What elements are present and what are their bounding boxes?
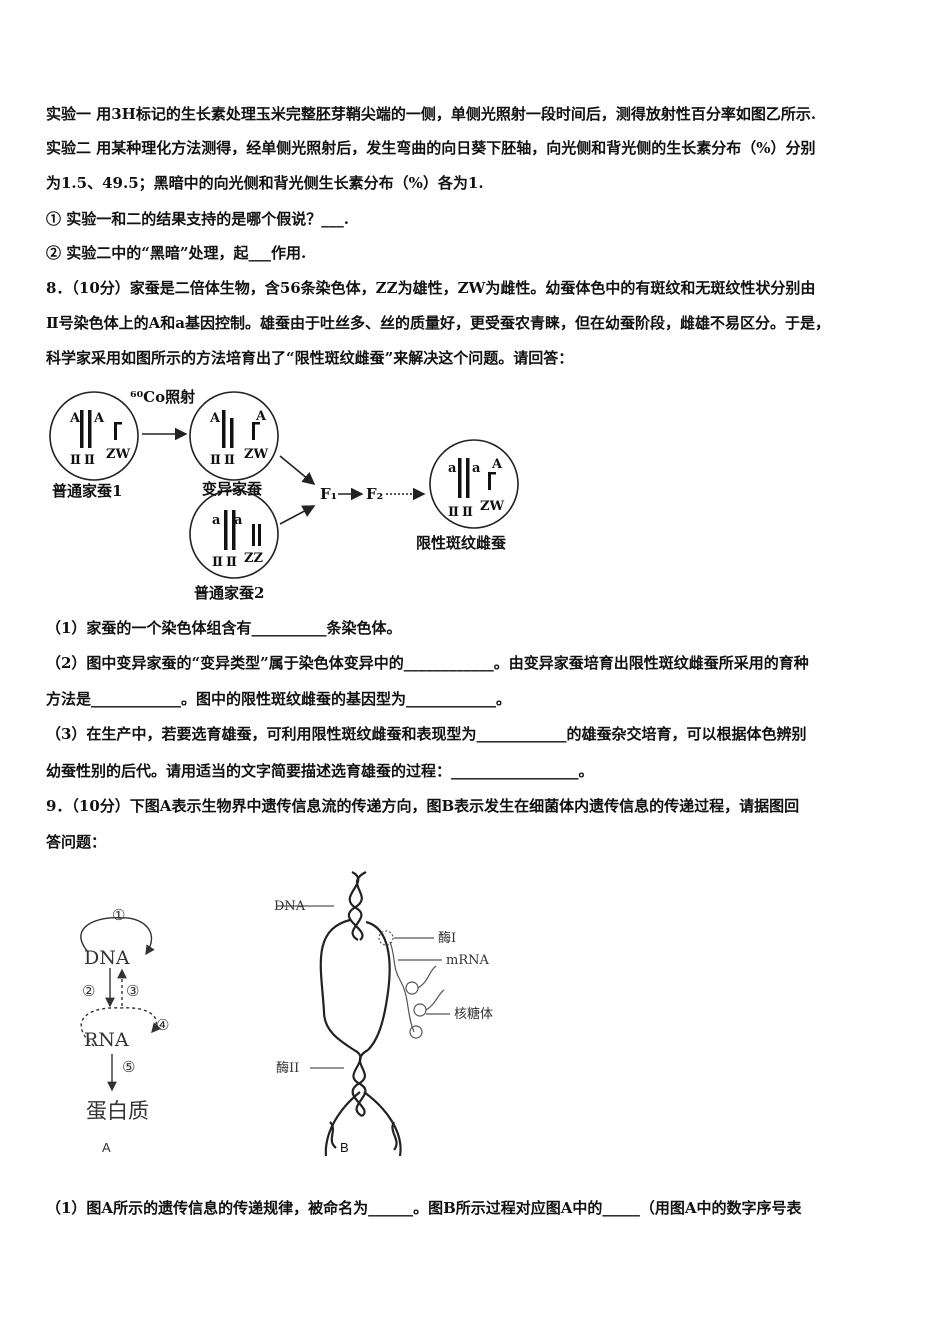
f1-label: F₁ — [320, 485, 337, 503]
caption-a: A — [102, 1140, 111, 1155]
question-8-line-2: Ⅱ号染色体上的A和a基因控制。雄蚕由于吐丝多、丝的质量好，更受蚕农青睐，但在幼蚕… — [46, 314, 831, 332]
svg-text:A: A — [255, 409, 267, 424]
text-line-2: 实验二 用某种理化方法测得，经单侧光照射后，发生弯曲的向日葵下胚轴，向光侧和背光… — [46, 139, 816, 157]
cell-mutant-silkworm — [189, 391, 279, 481]
step-3: ③ — [126, 982, 139, 1000]
q9-sub-1: （1）图A所示的遗传信息的传递规律，被命名为______。图B所示过程对应图A中… — [46, 1199, 802, 1217]
svg-text:Ⅱ: Ⅱ — [226, 555, 237, 570]
cell-normal-silkworm-2 — [189, 489, 279, 579]
svg-text:Ⅱ: Ⅱ — [212, 555, 223, 570]
label-enzyme-2: 酶II — [276, 1060, 299, 1076]
label-mutant: 变异家蚕 — [202, 480, 263, 498]
dna-node: DNA — [84, 947, 130, 969]
svg-text:ZW: ZW — [106, 447, 130, 462]
label-limited-female: 限性斑纹雌蚕 — [416, 534, 507, 552]
svg-text:A: A — [491, 457, 503, 472]
svg-text:Ⅱ: Ⅱ — [224, 453, 235, 468]
step-4: ④ — [156, 1016, 169, 1034]
step-2: ② — [82, 982, 95, 1000]
protein-node: 蛋白质 — [86, 1099, 149, 1123]
text-line-5: ② 实验二中的“黑暗”处理，起___作用. — [46, 244, 307, 262]
question-9-line-1: 9．（10分）下图A表示生物界中遗传信息流的传递方向，图B表示发生在细菌体内遗传… — [46, 797, 800, 815]
question-8-line-3: 科学家采用如图所示的方法培育出了“限性斑纹雌蚕”来解决这个问题。请回答： — [46, 349, 574, 367]
svg-text:A: A — [209, 411, 221, 426]
cell-normal-silkworm-1 — [49, 391, 139, 481]
q8-sub-3-line-2: 幼蚕性别的后代。请用适当的文字简要描述选育雄蚕的过程：_____________… — [46, 762, 594, 780]
cell-limited-female — [429, 439, 519, 529]
q8-sub-2-line-1: （2）图中变异家蚕的“变异类型”属于染色体变异中的____________。由变… — [46, 654, 809, 672]
svg-text:ZW: ZW — [480, 499, 504, 514]
svg-text:a: a — [472, 461, 481, 476]
svg-text:A: A — [93, 411, 105, 426]
central-dogma-figure: ① ② ③ ④ ⑤ DNA RNA 蛋白质 A — [80, 906, 169, 1155]
rna-node: RNA — [84, 1029, 129, 1051]
q8-sub-2-line-2: 方法是____________。图中的限性斑纹雌蚕的基因型为__________… — [46, 690, 512, 708]
svg-text:ZZ: ZZ — [244, 551, 263, 566]
svg-text:Ⅱ: Ⅱ — [70, 453, 81, 468]
step-5: ⑤ — [122, 1058, 135, 1076]
q8-sub-1: （1）家蚕的一个染色体组含有__________条染色体。 — [46, 619, 402, 637]
step-1: ① — [112, 906, 125, 924]
question-8-line-1: 8．（10分）家蚕是二倍体生物，含56条染色体，ZZ为雄性，ZW为雌性。幼蚕体色… — [46, 279, 816, 297]
q8-sub-3-line-1: （3）在生产中，若要选育雄蚕，可利用限性斑纹雌蚕和表现型为___________… — [46, 725, 807, 743]
text-line-4: ① 实验一和二的结果支持的是哪个假说？___. — [46, 210, 349, 228]
label-mrna: mRNA — [446, 953, 489, 968]
svg-text:Ⅱ: Ⅱ — [84, 453, 95, 468]
irradiation-label: ⁶⁰Co照射 — [130, 388, 195, 406]
question-9-line-2: 答问题： — [46, 833, 107, 851]
svg-text:a: a — [212, 513, 221, 528]
svg-text:a: a — [234, 513, 243, 528]
svg-text:ZW: ZW — [244, 447, 268, 462]
label-ribosome: 核糖体 — [454, 1006, 493, 1022]
caption-b: B — [340, 1140, 349, 1155]
text-line-3: 为1.5、49.5；黑暗中的向光侧和背光侧生长素分布（%）各为1. — [46, 174, 484, 192]
svg-text:Ⅱ: Ⅱ — [448, 505, 459, 520]
silkworm-breeding-figure: A A Ⅱ Ⅱ ZW A A Ⅱ Ⅱ ZW a a Ⅱ Ⅱ ZZ a a A Ⅱ… — [49, 388, 519, 602]
svg-text:a: a — [448, 461, 457, 476]
label-dna: DNA — [274, 899, 306, 914]
gene-A: A — [69, 411, 81, 426]
f2-label: F₂ — [366, 485, 383, 503]
bacterial-gene-expression-figure: DNA 酶I mRNA 核糖体 酶II — [274, 871, 493, 1157]
label-normal-1: 普通家蚕1 — [52, 482, 122, 500]
label-enzyme-1: 酶I — [438, 930, 456, 946]
text-line-1: 实验一 用3H标记的生长素处理玉米完整胚芽鞘尖端的一侧，单侧光照射一段时间后，测… — [46, 105, 817, 123]
label-normal-2: 普通家蚕2 — [194, 584, 264, 602]
svg-text:Ⅱ: Ⅱ — [210, 453, 221, 468]
svg-text:Ⅱ: Ⅱ — [462, 505, 473, 520]
